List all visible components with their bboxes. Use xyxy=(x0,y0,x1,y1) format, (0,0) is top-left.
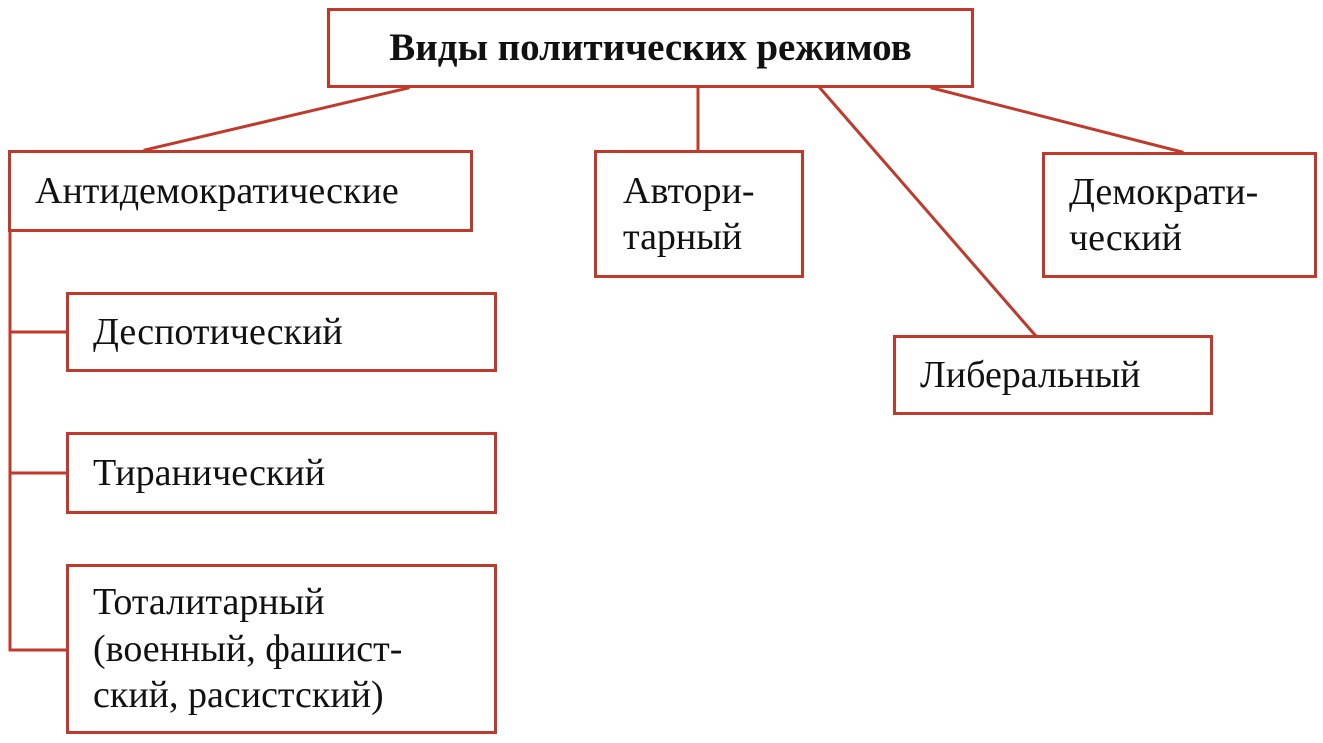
connector-root-anti xyxy=(143,86,410,152)
connector-root-democratic xyxy=(930,86,1184,154)
node-democratic: Демократи- ческий xyxy=(1042,152,1317,278)
liberal-label: Либеральный xyxy=(920,353,1141,396)
node-antidemocratic: Антидемократические xyxy=(8,150,473,232)
node-despotic: Деспотический xyxy=(66,292,497,372)
node-tyrannical: Тиранический xyxy=(66,432,497,514)
tyrannical-label: Тиранический xyxy=(93,451,326,494)
antidemocratic-label: Антидемократические xyxy=(35,169,399,212)
totalitarian-label-line2: (военный, фашист- xyxy=(93,627,403,670)
root-label: Виды политических режимов xyxy=(389,26,912,70)
democratic-label-line1: Демократи- xyxy=(1069,170,1259,213)
despotic-label: Деспотический xyxy=(93,310,343,353)
totalitarian-label-line3: ский, расистский) xyxy=(93,674,384,717)
node-authoritarian: Автори- тарный xyxy=(594,150,804,278)
democratic-label-line2: ческий xyxy=(1069,217,1182,259)
authoritarian-label-line1: Автори- xyxy=(623,169,755,212)
node-liberal: Либеральный xyxy=(893,335,1213,415)
authoritarian-label-line2: тарный xyxy=(623,216,743,258)
node-totalitarian: Тоталитарный (военный, фашист- ский, рас… xyxy=(66,564,497,734)
totalitarian-label-line1: Тоталитарный xyxy=(93,581,325,624)
root-node: Виды политических режимов xyxy=(327,8,974,88)
connector-root-liberal xyxy=(817,85,1038,338)
